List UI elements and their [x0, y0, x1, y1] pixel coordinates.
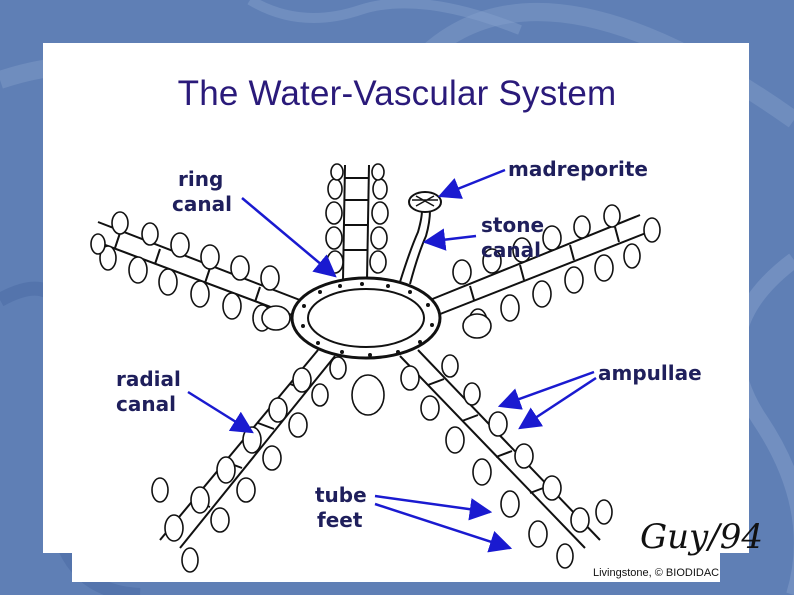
slide-title: The Water-Vascular System [177, 74, 617, 113]
label-ring-canal-line1: ring [178, 167, 223, 191]
label-stone-canal: stone canal [481, 213, 544, 262]
ring-canal [290, 276, 442, 360]
label-arrows [187, 168, 597, 553]
stone-canal-shape [399, 209, 431, 285]
image-credit: Livingstone, © BIODIDAC [593, 567, 719, 579]
label-madreporite: madreporite [508, 157, 648, 181]
arrow-ampullae-1 [497, 370, 595, 410]
label-radial-canal-line1: radial [116, 367, 181, 391]
label-radial-canal: radial canal [116, 367, 181, 416]
arrow-tube-feet-1 [374, 494, 493, 521]
arrow-stone-canal [422, 228, 477, 251]
arrow-ring-canal [241, 197, 337, 278]
artist-signature: Guy/94 [640, 517, 763, 557]
label-tube-feet-line2: feet [317, 508, 363, 532]
label-tube-feet: tube feet [315, 483, 367, 532]
label-ring-canal-line2: canal [172, 192, 232, 216]
label-stone-canal-line2: canal [481, 238, 541, 262]
arrow-radial-canal [187, 390, 254, 434]
arrow-tube-feet-2 [374, 502, 513, 553]
label-ring-canal: ring canal [172, 167, 232, 216]
tube-feet-bulbs [90, 163, 661, 573]
label-ampullae: ampullae [598, 361, 702, 385]
madreporite-shape [408, 191, 442, 213]
label-radial-canal-line2: canal [116, 392, 176, 416]
label-tube-feet-line1: tube [315, 483, 367, 507]
arrow-madreporite [437, 168, 506, 199]
label-stone-canal-line1: stone [481, 213, 544, 237]
arrow-ampullae-2 [518, 376, 597, 430]
